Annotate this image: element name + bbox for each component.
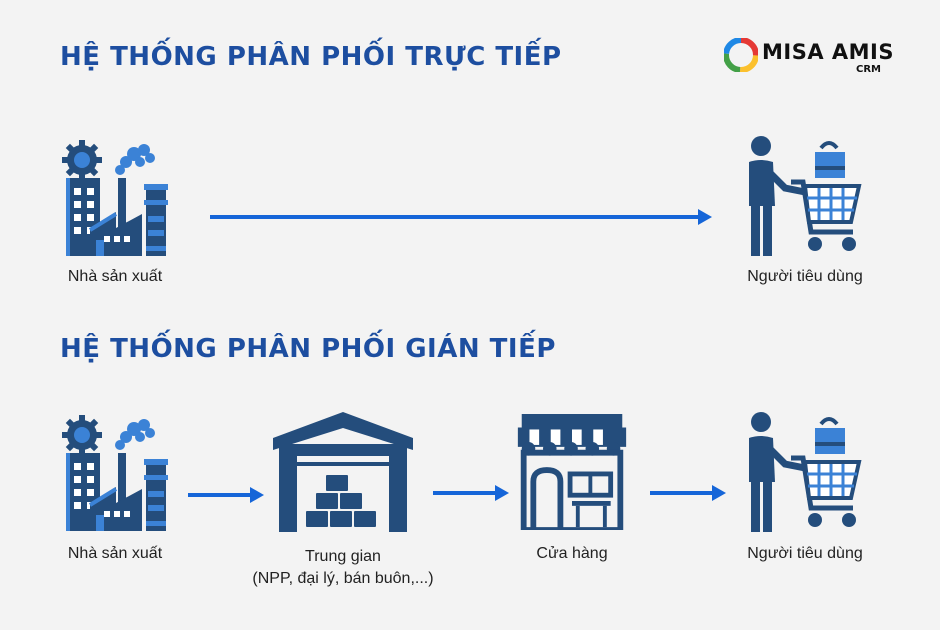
indirect-node-store-label: Cửa hàng <box>536 545 608 562</box>
indirect-node-intermediary-sublabel: (NPP, đại lý, bán buôn,...) <box>252 570 434 587</box>
logo-subtext: CRM <box>856 64 881 75</box>
indirect-distribution-title: HỆ THỐNG PHÂN PHỐI GIÁN TIẾP <box>60 334 556 364</box>
indirect-node-producer-label: Nhà sản xuất <box>67 545 163 562</box>
factory-icon <box>60 413 170 533</box>
warehouse-icon <box>273 412 413 532</box>
factory-icon <box>60 138 170 258</box>
logo-mark-icon <box>724 38 758 72</box>
direct-node-consumer-label: Người tiêu dùng <box>747 268 863 285</box>
indirect-node-consumer-label: Người tiêu dùng <box>747 545 863 562</box>
logo-text: MISA AMIS <box>762 40 894 64</box>
indirect-arrow-2 <box>433 485 509 501</box>
shopper-cart-icon <box>745 136 865 256</box>
indirect-arrow-1 <box>188 487 264 503</box>
direct-node-producer-label: Nhà sản xuất <box>67 268 163 285</box>
misa-amis-logo: MISA AMIS CRM <box>724 36 904 80</box>
direct-distribution-title: HỆ THỐNG PHÂN PHỐI TRỰC TIẾP <box>60 42 562 72</box>
indirect-node-intermediary-label: Trung gian <box>305 548 381 565</box>
store-icon <box>512 414 632 530</box>
indirect-arrow-3 <box>650 485 726 501</box>
shopper-cart-icon <box>745 412 865 532</box>
direct-arrow <box>210 209 712 225</box>
